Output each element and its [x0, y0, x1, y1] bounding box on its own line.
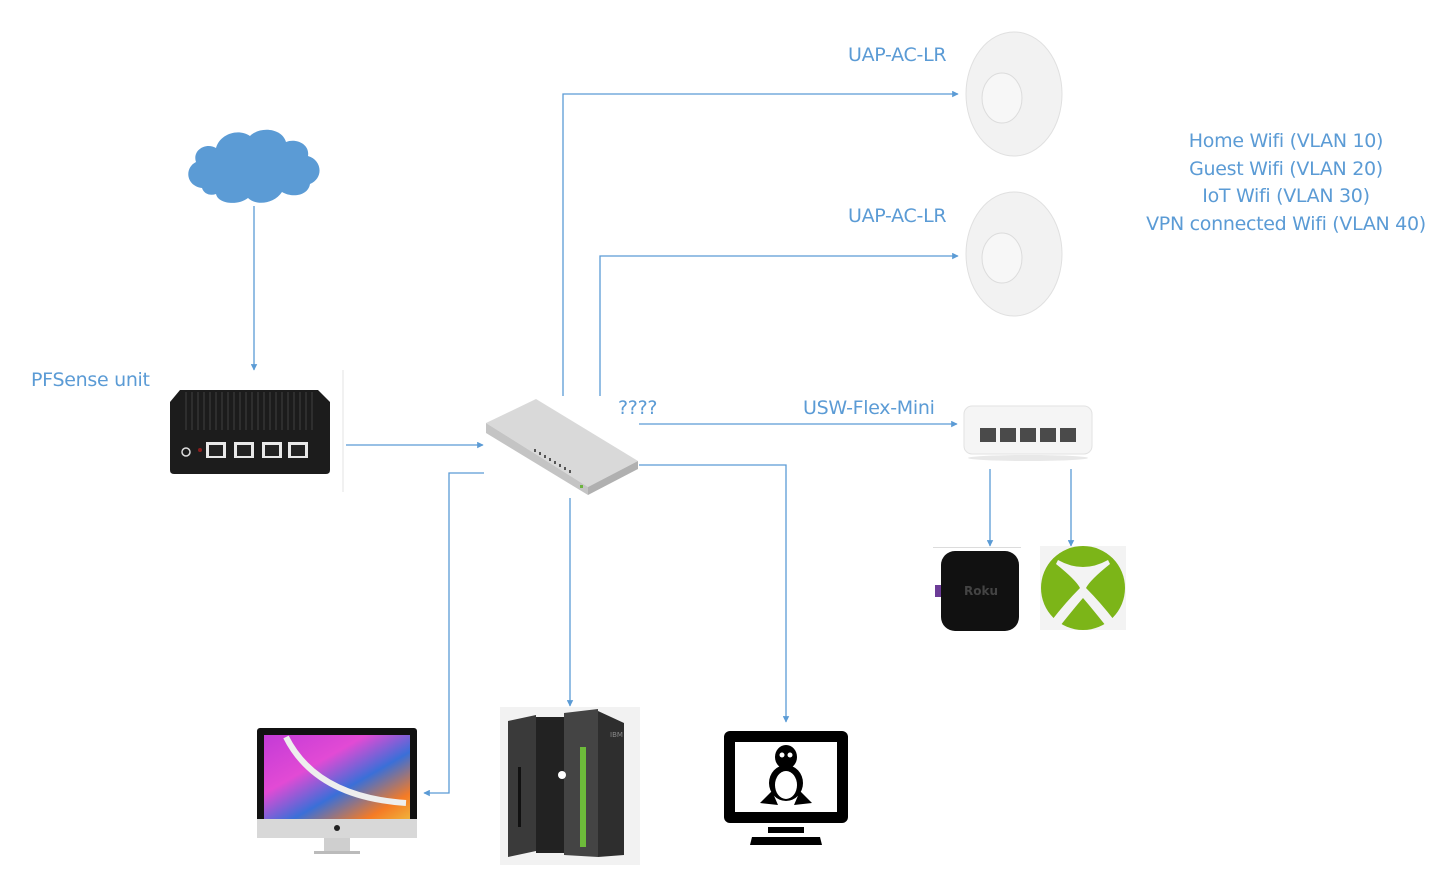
core-switch-label: ????: [618, 397, 658, 419]
wifi-vlan-item: VPN connected Wifi (VLAN 40): [1146, 212, 1426, 235]
imac-icon[interactable]: [256, 727, 418, 857]
xbox-icon[interactable]: [1040, 546, 1126, 630]
server-icon[interactable]: IBM: [500, 707, 640, 865]
flex-mini-label: USW-Flex-Mini: [803, 397, 935, 419]
edge-switch-linux: [639, 464, 790, 723]
mini-switch-icon[interactable]: [962, 404, 1094, 462]
wifi-vlan-item: Guest Wifi (VLAN 20): [1189, 157, 1383, 180]
wifi-vlan-item: Home Wifi (VLAN 10): [1188, 130, 1384, 152]
edge-switch-imac: [423, 472, 484, 797]
pfsense-label: PFSense unit: [31, 369, 150, 391]
server-brand: IBM: [610, 731, 623, 739]
wifi-vlan-list: Home Wifi (VLAN 10) Guest Wifi (VLAN 20)…: [1136, 128, 1436, 238]
access-point-icon[interactable]: [962, 30, 1066, 158]
firewall-appliance-icon[interactable]: [166, 386, 334, 476]
linux-monitor-icon[interactable]: [722, 729, 850, 845]
rack-switch-icon[interactable]: [484, 397, 640, 497]
edge-switch-ap2: [599, 252, 959, 396]
edge-switch-ap1: [562, 90, 959, 396]
access-point-icon[interactable]: [962, 190, 1066, 318]
ap2-label: UAP-AC-LR: [848, 205, 947, 227]
svg-text:Roku: Roku: [964, 584, 998, 598]
cloud-icon[interactable]: [182, 124, 324, 208]
roku-icon[interactable]: Roku: [933, 547, 1021, 633]
ap1-label: UAP-AC-LR: [848, 44, 947, 66]
wifi-vlan-item: IoT Wifi (VLAN 30): [1202, 185, 1370, 207]
